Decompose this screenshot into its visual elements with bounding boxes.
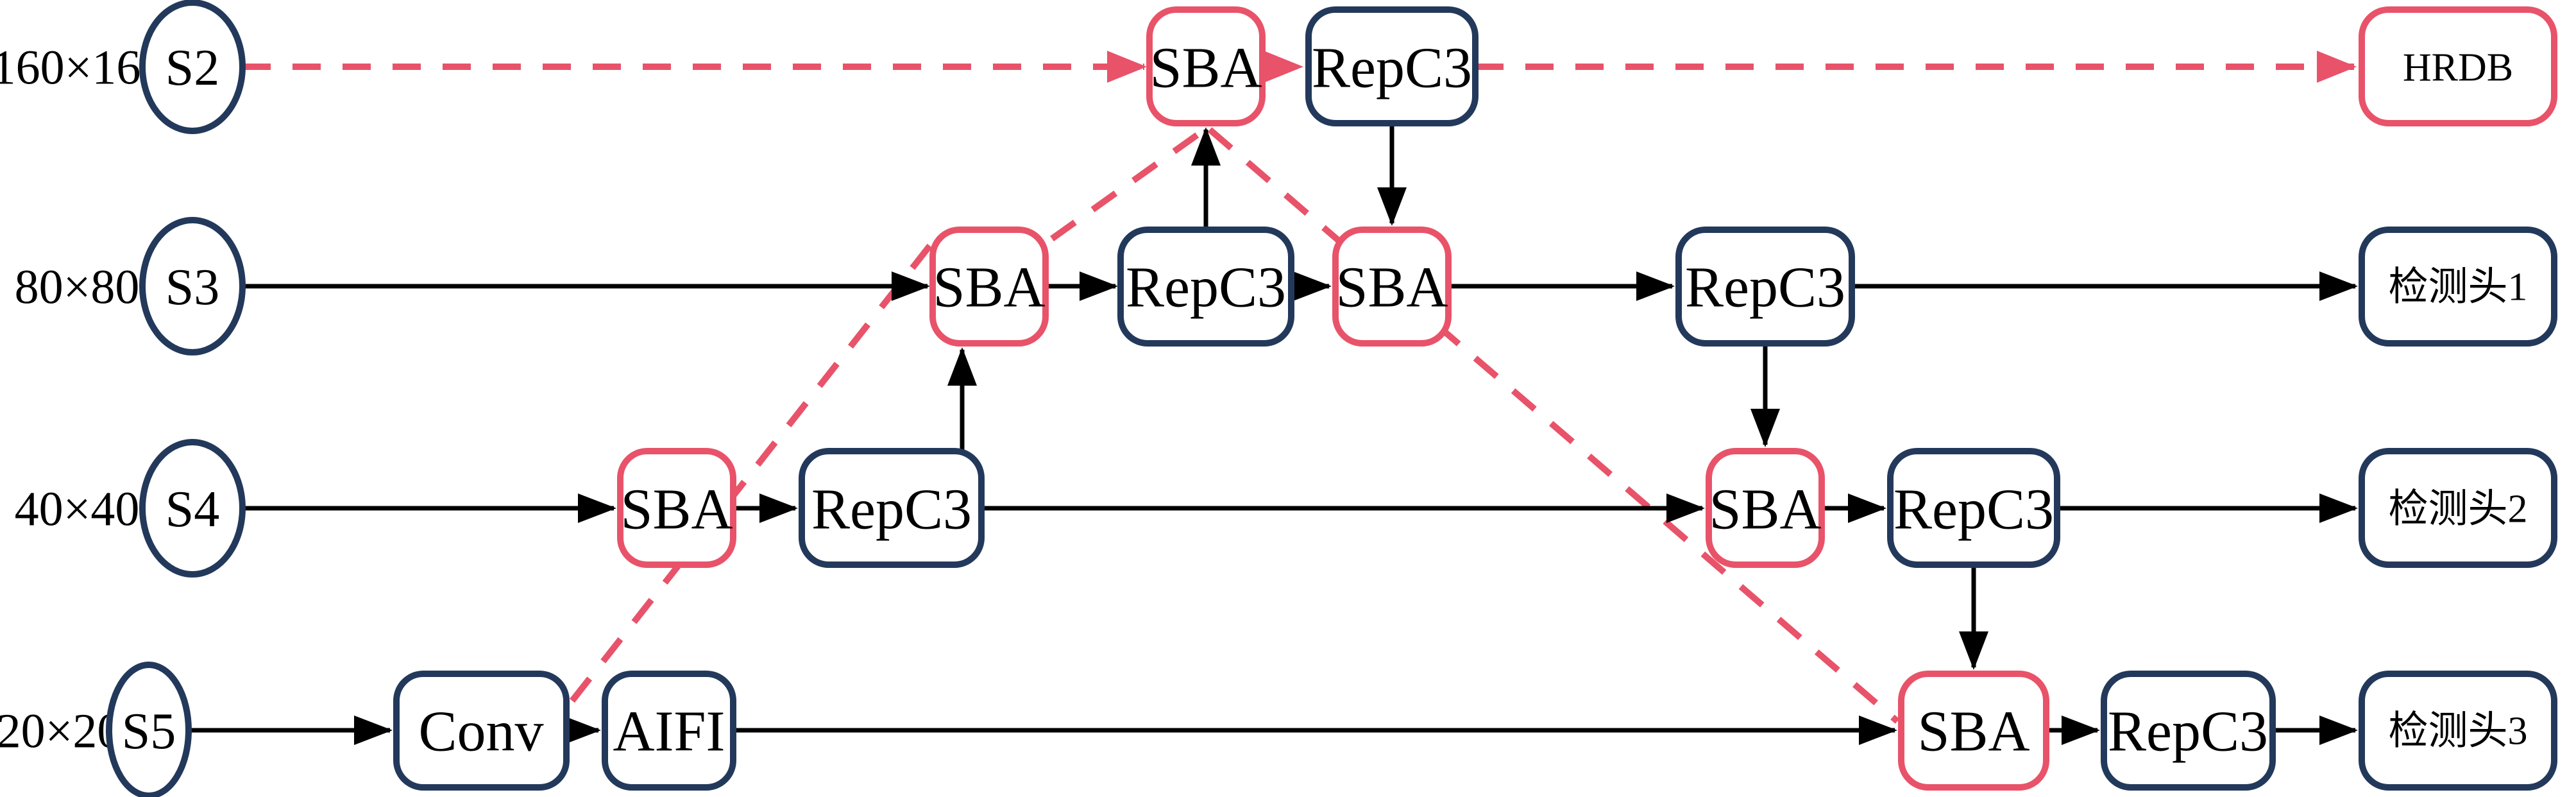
block-repc3-row2a (1117, 227, 1294, 347)
output-node-dethead1 (2359, 227, 2557, 347)
output-node-hrdb-label: HRDB (2403, 46, 2513, 90)
row-40x40: 40×40 S4 SBA RepC3 SBA RepC3 检测头2 (15, 439, 2557, 578)
source-node-s5 (106, 662, 192, 797)
solid-flow-edges (189, 123, 2358, 745)
block-conv-label: Conv (418, 700, 543, 764)
scale-label-20x20: 20×20 (0, 705, 121, 758)
source-node-s3 (139, 217, 246, 356)
block-sba-row2b (1332, 227, 1452, 347)
block-repc3-row2b (1675, 227, 1855, 347)
edge-sba-p3-to-sba-p2-diagonal-dashed (1050, 126, 1207, 242)
output-node-dethead2-label: 检测头2 (2388, 488, 2527, 531)
block-aifi (602, 671, 736, 791)
block-conv (393, 671, 570, 791)
dashed-skip-connections (242, 51, 2357, 724)
block-repc3-p2-label: RepC3 (1312, 37, 1472, 100)
block-repc3-row3b-label: RepC3 (1894, 478, 2054, 542)
output-node-dethead2 (2359, 448, 2557, 568)
output-node-hrdb (2359, 6, 2557, 126)
block-sba-row4 (1898, 671, 2049, 791)
scale-label-160x160: 160×160 (0, 41, 165, 95)
source-node-s4 (139, 439, 246, 578)
block-sba-row2a-label: SBA (933, 256, 1045, 320)
output-node-dethead1-label: 检测头1 (2388, 266, 2527, 309)
block-repc3-row3a-label: RepC3 (811, 478, 972, 542)
block-sba-row3b-label: SBA (1709, 478, 1821, 542)
block-repc3-row2b-label: RepC3 (1685, 256, 1845, 320)
block-sba-p2-label: SBA (1149, 37, 1262, 100)
block-sba-row3b (1706, 448, 1825, 568)
block-repc3-row3b (1887, 448, 2060, 568)
scale-label-80x80: 80×80 (15, 261, 140, 314)
block-sba-row2b-label: SBA (1335, 256, 1448, 320)
block-repc3-row4-label: RepC3 (2108, 700, 2268, 764)
block-repc3-row2a-label: RepC3 (1126, 256, 1286, 320)
block-sba-row3a (617, 448, 736, 568)
scale-label-40x40: 40×40 (15, 483, 140, 536)
output-node-dethead3 (2359, 671, 2557, 791)
source-node-s4-label: S4 (165, 481, 220, 538)
output-node-dethead3-label: 检测头3 (2388, 710, 2527, 753)
block-repc3-row3a (799, 448, 985, 568)
block-sba-row2a (929, 227, 1049, 347)
row-20x20: 20×20 S5 Conv AIFI SBA RepC3 检测头3 (0, 662, 2557, 797)
source-node-s2 (139, 0, 246, 134)
block-repc3-row4 (2101, 671, 2276, 791)
block-sba-p2 (1146, 6, 1266, 126)
edge-sba-p2-to-sba-p5-diagonal-dashed (1207, 127, 1900, 724)
source-node-s5-label: S5 (122, 703, 176, 760)
row-80x80: 80×80 S3 SBA RepC3 SBA RepC3 检测头1 (15, 217, 2557, 356)
block-aifi-label: AIFI (613, 700, 725, 764)
block-sba-row4-label: SBA (1917, 700, 2029, 764)
source-node-s2-label: S2 (165, 40, 220, 96)
source-node-s3-label: S3 (165, 259, 220, 316)
block-repc3-p2 (1305, 6, 1479, 126)
row-160x160: 160×160 S2 SBA RepC3 HRDB (0, 0, 2557, 134)
block-sba-row3a-label: SBA (620, 478, 733, 542)
